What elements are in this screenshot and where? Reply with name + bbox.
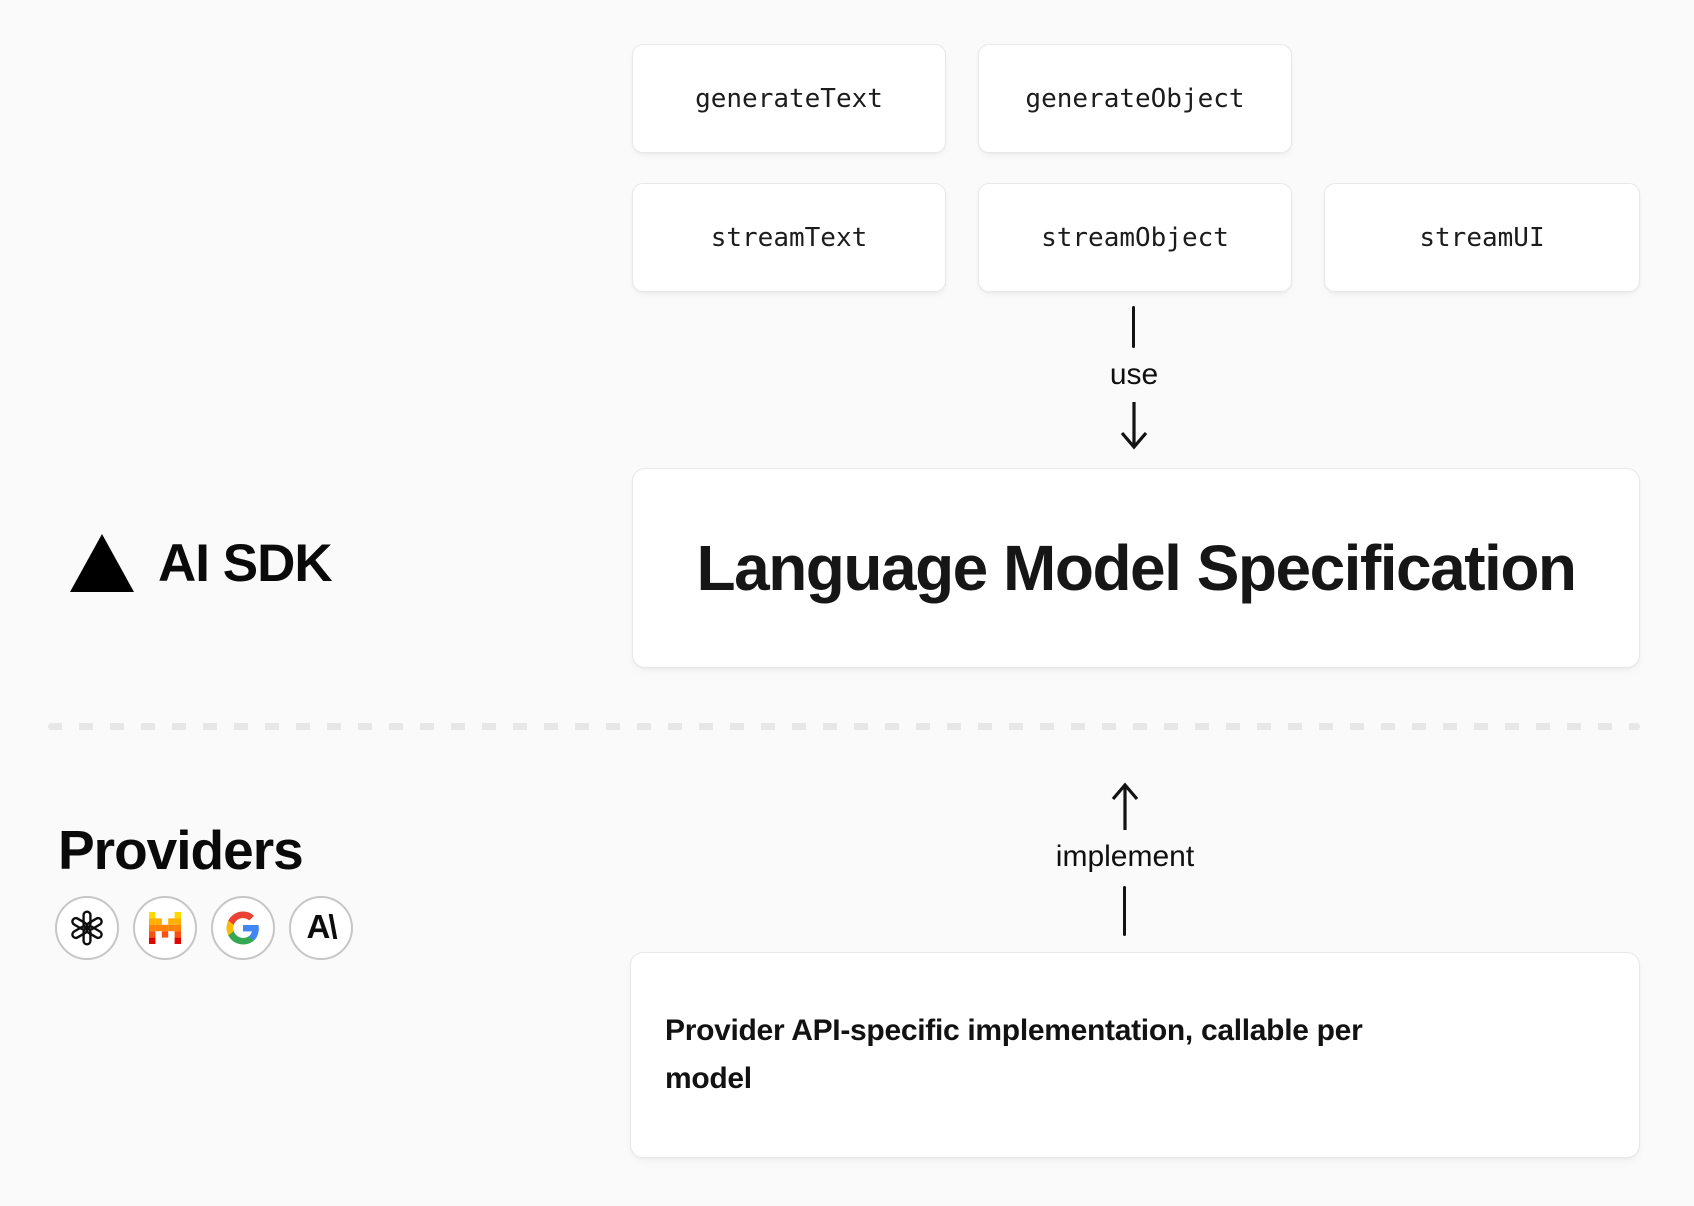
anthropic-icon: A\ bbox=[289, 896, 353, 960]
implement-connector-line bbox=[1123, 886, 1126, 936]
function-label: streamUI bbox=[1419, 222, 1545, 253]
provider-implementation-box: Provider API-specific implementation, ca… bbox=[630, 952, 1640, 1158]
mistral-glyph bbox=[149, 912, 181, 944]
function-label: streamText bbox=[710, 222, 868, 253]
function-card-generate-object: generateObject bbox=[978, 44, 1292, 153]
language-model-specification-box: Language Model Specification bbox=[632, 468, 1640, 668]
openai-icon bbox=[55, 896, 119, 960]
function-card-stream-ui: streamUI bbox=[1324, 183, 1640, 292]
up-arrow-icon bbox=[1111, 782, 1139, 830]
use-label: use bbox=[1109, 358, 1159, 391]
implement-label: implement bbox=[1055, 840, 1195, 873]
google-icon bbox=[211, 896, 275, 960]
anthropic-glyph: A\ bbox=[306, 908, 338, 945]
openai-glyph bbox=[71, 910, 103, 946]
function-label: generateText bbox=[695, 83, 883, 114]
use-connector-line bbox=[1132, 306, 1135, 348]
mistral-icon bbox=[133, 896, 197, 960]
dashed-divider bbox=[48, 723, 1640, 730]
function-card-generate-text: generateText bbox=[632, 44, 946, 153]
vercel-triangle-icon bbox=[70, 534, 134, 592]
google-g-glyph bbox=[226, 911, 259, 945]
function-label: streamObject bbox=[1041, 222, 1229, 253]
spec-title: Language Model Specification bbox=[696, 532, 1578, 604]
ai-sdk-label: AI SDK bbox=[158, 534, 333, 593]
providers-heading: Providers bbox=[58, 819, 304, 881]
provider-icons-row: A\ bbox=[55, 896, 353, 960]
function-card-stream-object: streamObject bbox=[978, 183, 1292, 292]
down-arrow-icon bbox=[1120, 402, 1148, 450]
function-card-stream-text: streamText bbox=[632, 183, 946, 292]
ai-sdk-brand: AI SDK bbox=[70, 534, 333, 593]
function-label: generateObject bbox=[1025, 83, 1245, 114]
provider-implementation-text: Provider API-specific implementation, ca… bbox=[665, 1014, 1363, 1095]
